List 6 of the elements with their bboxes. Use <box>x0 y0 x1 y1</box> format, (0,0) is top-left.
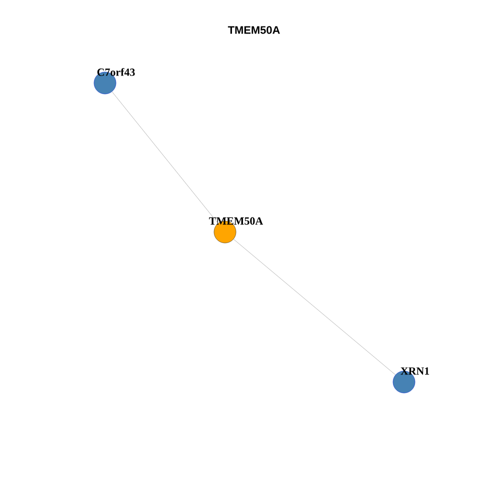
title: TMEM50A <box>228 26 280 34</box>
node-label: TMEM50A <box>209 217 263 225</box>
node-label: XRN1 <box>400 367 430 375</box>
edge-line <box>112 91 218 224</box>
node-label: C7orf43 <box>97 68 135 76</box>
edge-line <box>233 238 396 376</box>
